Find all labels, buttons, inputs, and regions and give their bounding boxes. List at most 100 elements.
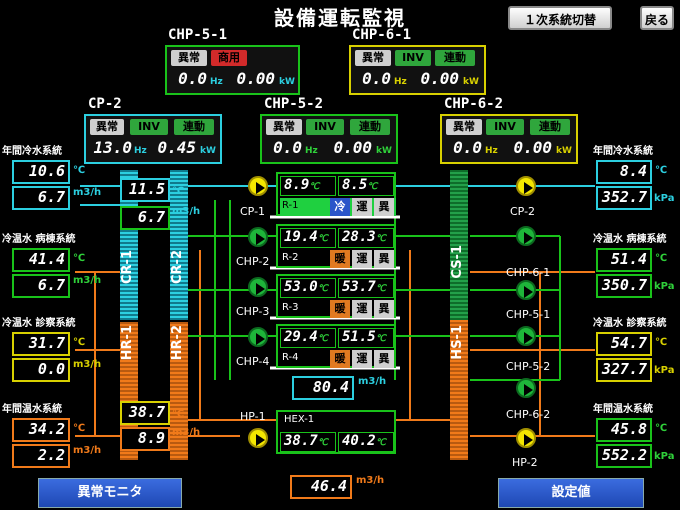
r4-temp-out-unit: ℃ (375, 334, 386, 344)
chp3-pump-icon[interactable] (248, 277, 268, 297)
cp2-pump-icon[interactable] (516, 176, 536, 196)
right-annual-cold-temp: 8.4 (596, 160, 652, 184)
hex1-temp-in: 38.7℃ (280, 432, 336, 452)
right-clinic-cold-temp-unit: ℃ (655, 337, 668, 348)
chp52-pump-icon[interactable] (516, 326, 536, 346)
hex1-temp-out-value: 40.2 (342, 433, 376, 449)
r4-temp-in-unit: ℃ (317, 334, 328, 344)
back-button[interactable]: 戻る (640, 6, 674, 30)
r1-panel[interactable]: 8.9℃ 8.5℃ R-1 冷 運 異 (276, 172, 396, 216)
chp51-pump-icon[interactable] (516, 280, 536, 300)
right-clinic-cold-label: 冷温水 診察系統 (593, 318, 667, 329)
r4-panel[interactable]: 29.4℃ 51.5℃ R-4 暖 運 異 (276, 324, 396, 368)
left-annual-hot-temp-unit: ℃ (73, 423, 86, 434)
left-clinic-cold-temp: 31.7 (12, 332, 70, 356)
chp51-hz-unit: Hz (210, 77, 223, 87)
chp61-pump-icon[interactable] (516, 226, 536, 246)
r2-temp-out-unit: ℃ (375, 234, 386, 244)
chp61-hz-unit: Hz (394, 77, 407, 87)
cr2-header (170, 170, 188, 320)
left-annual-cold-temp-unit: ℃ (73, 165, 86, 176)
right-annual-cold-temp-unit: ℃ (655, 165, 668, 176)
right-ward-cold-press: 350.7 (596, 274, 652, 298)
r1-temp-out: 8.5℃ (338, 176, 394, 196)
chp62-label: CHP-6-2 (444, 96, 504, 112)
left-annual-cold-flow-unit: m3/h (73, 187, 102, 198)
r1-temp-out-unit: ℃ (367, 182, 378, 192)
r3-mode-run: 運 (352, 300, 372, 318)
system-switch-button[interactable]: １次系統切替 (508, 6, 612, 30)
right-annual-cold-press-unit: kPa (654, 193, 675, 204)
chp62-link-badge: 連動 (530, 119, 570, 135)
chp62-inv-badge: INV (486, 119, 524, 135)
left-ward-cold-flow-unit: m3/h (73, 275, 102, 286)
r3-temp-in: 53.0℃ (280, 278, 336, 298)
left-annual-cold-temp: 10.6 (12, 160, 70, 184)
r3-temp-out-unit: ℃ (375, 284, 386, 294)
hr-header-temp: 38.7 (120, 401, 170, 425)
chp51-label: CHP-5-1 (168, 27, 228, 43)
hs1-label: HS-1 (450, 325, 465, 360)
right-annual-cold-label: 年間冷水系統 (593, 146, 653, 157)
chp61-kw: 0.00 (420, 69, 459, 88)
hex1-temp-in-unit: ℃ (317, 438, 328, 448)
r1-temp-in: 8.9℃ (280, 176, 336, 196)
settings-button[interactable]: 設定値 (498, 478, 644, 508)
chp2-pump-icon[interactable] (248, 227, 268, 247)
left-annual-cold-label: 年間冷水系統 (2, 146, 62, 157)
chp51-commercial-badge: 商用 (211, 50, 247, 66)
r2-temp-out-value: 28.3 (342, 229, 376, 245)
r2-temp-in-value: 19.4 (284, 229, 318, 245)
hp2-pump-icon[interactable] (516, 428, 536, 448)
cp2-hz-unit: Hz (134, 146, 147, 156)
cp2-kw: 0.45 (157, 138, 196, 157)
chp61-alarm-badge: 異常 (355, 50, 391, 66)
r2-temp-in-unit: ℃ (317, 234, 328, 244)
r3-mode-fault: 異 (374, 300, 394, 318)
chp62-kw: 0.00 (513, 138, 552, 157)
chp62-pump-icon[interactable] (516, 378, 536, 398)
cp2-inv-badge: INV (130, 119, 168, 135)
chp51-hz: 0.0 (178, 69, 207, 88)
r2-mode-run: 運 (352, 250, 372, 268)
r4-name: R-4 (282, 352, 299, 363)
hs1-header (450, 320, 468, 460)
hex1-temp-in-value: 38.7 (284, 433, 318, 449)
hp1-pump-icon[interactable] (248, 428, 268, 448)
chp61-link-badge: 連動 (435, 50, 475, 66)
chp52-label: CHP-5-2 (264, 96, 324, 112)
hex1-panel[interactable]: HEX-1 38.7℃ 40.2℃ (276, 410, 396, 454)
chp51-alarm-badge: 異常 (171, 50, 207, 66)
hr-header-flow-unit: m3/h (172, 427, 201, 438)
right-annual-hot-press-unit: kPa (654, 451, 675, 462)
r3-temp-in-value: 53.0 (284, 279, 318, 295)
r4-mode-heat: 暖 (330, 350, 350, 368)
chp52-panel: 異常 INV 連動 0.0 Hz 0.00 kW (260, 114, 398, 164)
chp51-panel: 異常 商用 0.0 Hz 0.00 kW (165, 45, 300, 95)
chp52-link-badge: 連動 (350, 119, 390, 135)
alarm-monitor-button[interactable]: 異常モニタ (38, 478, 182, 508)
chp3-label: CHP-3 (236, 305, 270, 318)
r1-mode-cool: 冷 (330, 198, 350, 216)
hex1-temp-out-unit: ℃ (375, 438, 386, 448)
cp2-link-badge: 連動 (174, 119, 214, 135)
cr1-label: CR-1 (120, 250, 135, 284)
r-total-flow: 80.4 (292, 376, 354, 400)
r4-mode-fault: 異 (374, 350, 394, 368)
r3-panel[interactable]: 53.0℃ 53.7℃ R-3 暖 運 異 (276, 274, 396, 318)
left-clinic-cold-label: 冷温水 診察系統 (2, 318, 76, 329)
cp1-pump-icon[interactable] (248, 176, 268, 196)
left-annual-hot-label: 年間温水系統 (2, 404, 62, 415)
chp61-kw-unit: kW (463, 77, 479, 87)
left-annual-hot-flow: 2.2 (12, 444, 70, 468)
chp4-pump-icon[interactable] (248, 327, 268, 347)
r4-mode-run: 運 (352, 350, 372, 368)
chp62-panel: 異常 INV 連動 0.0 Hz 0.00 kW (440, 114, 578, 164)
left-annual-cold-flow: 6.7 (12, 186, 70, 210)
cr2-label: CR-2 (170, 250, 185, 284)
chp61-label: CHP-6-1 (352, 27, 412, 43)
r1-name: R-1 (282, 200, 299, 211)
left-annual-hot-temp: 34.2 (12, 418, 70, 442)
r2-panel[interactable]: 19.4℃ 28.3℃ R-2 暖 運 異 (276, 224, 396, 268)
chp61-pump-label: CHP-6-1 (506, 266, 551, 279)
